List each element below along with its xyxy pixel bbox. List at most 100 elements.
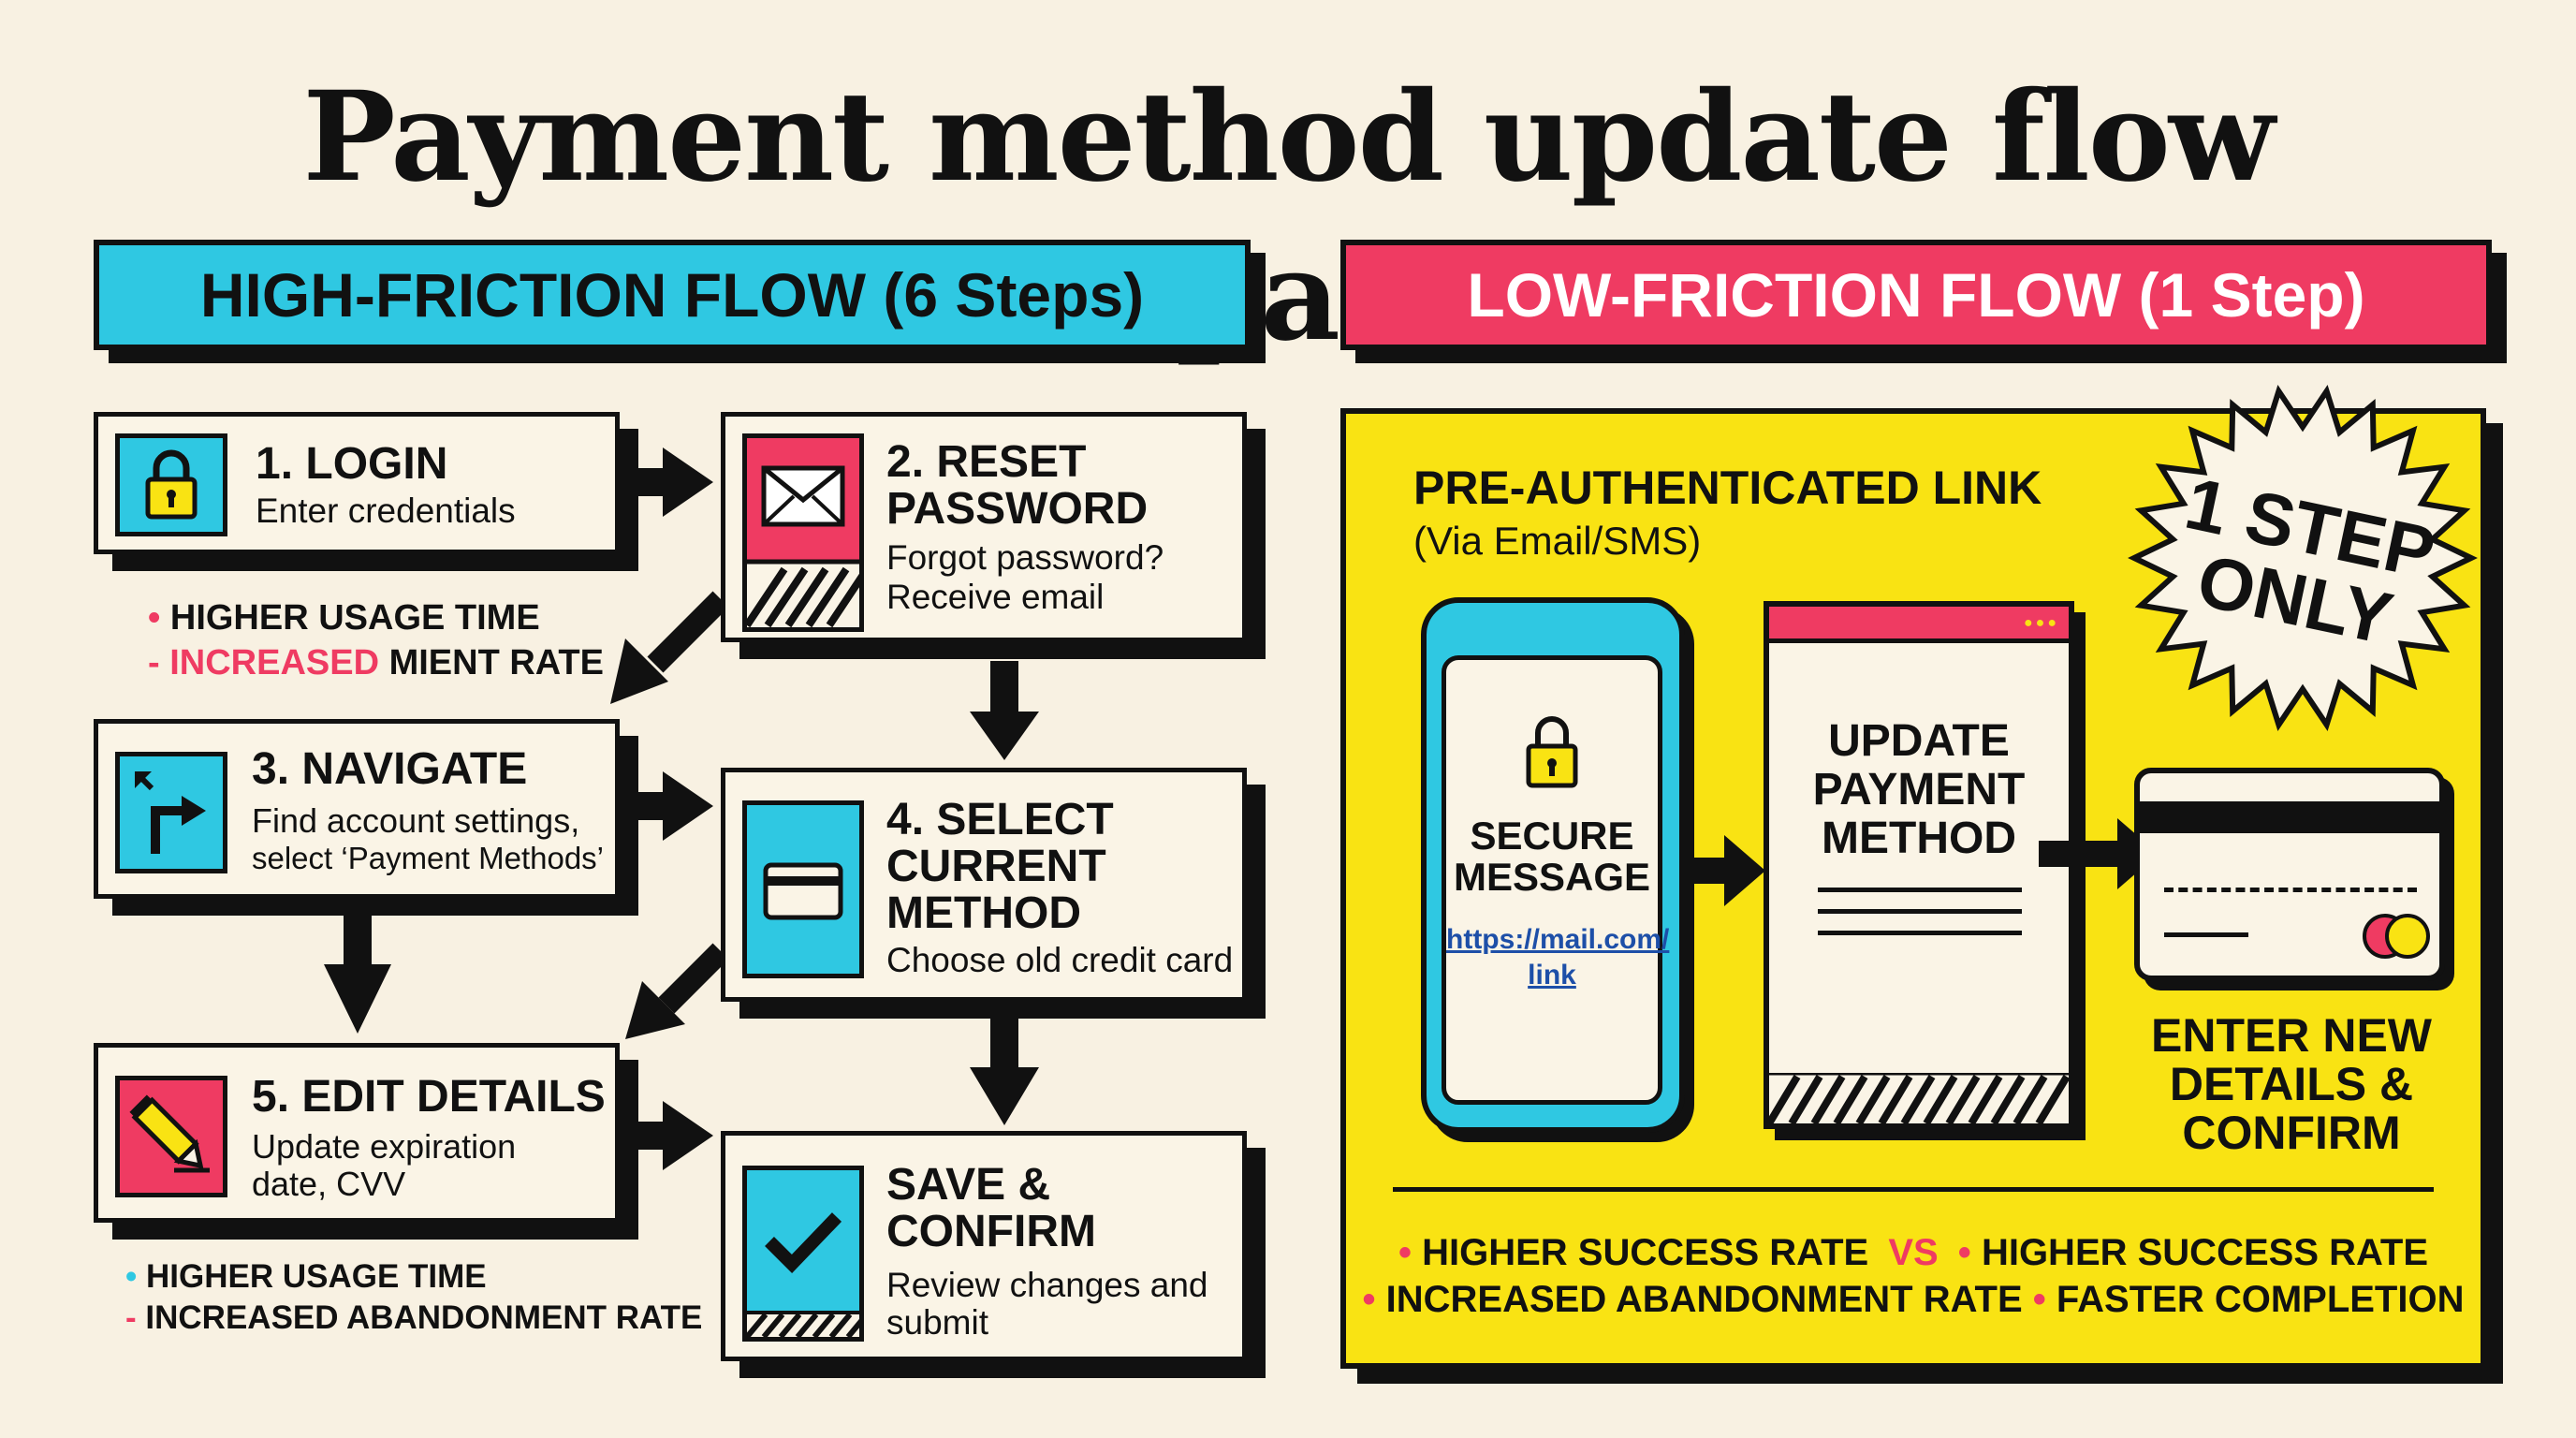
bullet-icon: • xyxy=(1957,1232,1971,1273)
lock-icon xyxy=(115,433,227,536)
outcome-row-2: • INCREASED ABANDONMENT RATE • FASTER CO… xyxy=(1346,1275,2481,1324)
note-item: - INCREASED MIENT RATE xyxy=(148,640,604,685)
low-friction-panel: PRE-AUTHENTICATED LINK (Via Email/SMS) 1… xyxy=(1340,384,2486,1369)
bullet-icon: • xyxy=(1398,1232,1412,1273)
enter-details-line: DETAILS & xyxy=(2169,1058,2414,1110)
step-description-line: Forgot password? xyxy=(886,538,1164,577)
step-title: SAVE & CONFIRM xyxy=(886,1162,1096,1255)
step-card-reset-password: 2. RESET PASSWORD Forgot password? Recei… xyxy=(721,412,1247,642)
step-title: 5. EDIT DETAILS xyxy=(252,1072,606,1122)
note-text: INCREASED ABANDONMENT RATE xyxy=(145,1299,703,1336)
bullet-icon: • xyxy=(2032,1279,2046,1320)
step-description: Find account settings, select ‘Payment M… xyxy=(252,802,604,877)
turn-arrow-icon xyxy=(115,752,227,873)
step-card-navigate: 3. NAVIGATE Find account settings, selec… xyxy=(94,719,620,899)
high-friction-heading-text: HIGH-FRICTION FLOW (6 Steps) xyxy=(199,260,1145,330)
note-item: - INCREASED ABANDONMENT RATE xyxy=(125,1298,702,1339)
bullet-icon: • xyxy=(125,1258,138,1295)
step-description-line: Review changes and xyxy=(886,1266,1208,1304)
outcome-text: HIGHER SUCCESS RATE xyxy=(1422,1232,1869,1273)
note-item: • HIGHER USAGE TIME xyxy=(125,1256,702,1298)
step-title: 2. RESET PASSWORD xyxy=(886,439,1148,533)
enter-details-line: CONFIRM xyxy=(2182,1107,2401,1159)
pencil-icon xyxy=(115,1076,227,1197)
phone-mockup: SECURE MESSAGE https://mail.com/ link xyxy=(1421,597,1685,1133)
step-title-line: 4. SELECT xyxy=(886,795,1114,844)
high-friction-heading: HIGH-FRICTION FLOW (6 Steps) xyxy=(94,240,1251,350)
hatch-footer xyxy=(1769,1073,2069,1123)
note-text: HIGHER USAGE TIME xyxy=(146,1258,487,1295)
arrow-icon xyxy=(625,943,729,1039)
step-description-line: select ‘Payment Methods’ xyxy=(252,841,605,875)
secure-message-label: SECURE MESSAGE xyxy=(1446,815,1658,898)
step-title: 3. NAVIGATE xyxy=(252,744,528,794)
step-description-line: date, CVV xyxy=(252,1165,406,1203)
step-description: Update expiration date, CVV xyxy=(252,1128,516,1203)
step-description: Forgot password? Receive email xyxy=(886,538,1164,617)
arrow-icon xyxy=(620,1101,713,1170)
dash-icon: - xyxy=(148,643,160,682)
divider xyxy=(1393,1187,2434,1192)
starburst-icon xyxy=(2128,384,2478,732)
step-title-line: METHOD xyxy=(886,888,1081,938)
payment-window: ●●● UPDATE PAYMENT METHOD xyxy=(1764,601,2074,1129)
note-text: HIGHER USAGE TIME xyxy=(169,598,540,638)
enter-details-label: ENTER NEW DETAILS & CONFIRM xyxy=(2114,1011,2469,1157)
pre-auth-heading: PRE-AUTHENTICATED LINK xyxy=(1413,462,2042,514)
step-title-line: PASSWORD xyxy=(886,484,1149,534)
arrow-icon xyxy=(1683,835,1765,906)
bullet-icon: • xyxy=(148,598,161,638)
secure-message-line: SECURE xyxy=(1470,814,1634,858)
step-description: Enter credentials xyxy=(256,492,516,530)
step-title: 1. LOGIN xyxy=(256,439,448,489)
window-titlebar: ●●● xyxy=(1769,607,2069,643)
note-text: MIENT RATE xyxy=(379,643,604,682)
bullet-icon: • xyxy=(1362,1279,1376,1320)
enter-details-line: ENTER NEW xyxy=(2151,1009,2432,1062)
step-title-line: CONFIRM xyxy=(886,1207,1096,1256)
arrow-icon xyxy=(620,448,713,517)
step-description: Review changes and submit xyxy=(886,1267,1208,1342)
note-highlight: INCREASED xyxy=(169,643,380,682)
update-payment-line: METHOD xyxy=(1822,814,2016,863)
update-payment-label: UPDATE PAYMENT METHOD xyxy=(1769,717,2069,863)
outcome-text: FASTER COMPLETION xyxy=(2056,1279,2465,1320)
note-item: • HIGHER USAGE TIME xyxy=(148,595,604,640)
arrow-icon xyxy=(324,912,391,1034)
outcome-row-1: • HIGHER SUCCESS RATE VS • HIGHER SUCCES… xyxy=(1346,1228,2481,1277)
dash-icon: - xyxy=(125,1299,137,1336)
step-card-login: 1. LOGIN Enter credentials xyxy=(94,412,620,554)
credit-card-icon xyxy=(742,800,864,978)
arrow-icon xyxy=(620,771,713,841)
step-description-line: Find account settings, xyxy=(252,801,580,840)
step-title-line: CURRENT xyxy=(886,842,1106,891)
note-list: • HIGHER USAGE TIME - INCREASED MIENT RA… xyxy=(148,595,604,685)
low-friction-heading-text: LOW-FRICTION FLOW (1 Step) xyxy=(1467,260,2365,330)
outcome-text: INCREASED ABANDONMENT RATE xyxy=(1385,1279,2023,1320)
step-card-select-method: 4. SELECT CURRENT METHOD Choose old cred… xyxy=(721,768,1247,1002)
pre-auth-note: (Via Email/SMS) xyxy=(1413,519,1702,563)
update-payment-line: UPDATE xyxy=(1828,716,2010,766)
checkmark-icon xyxy=(742,1166,864,1342)
step-title: 4. SELECT CURRENT METHOD xyxy=(886,797,1114,937)
secure-link[interactable]: https://mail.com/ link xyxy=(1446,922,1670,993)
step-card-save-confirm: SAVE & CONFIRM Review changes and submit xyxy=(721,1131,1247,1361)
step-title-line: SAVE & xyxy=(886,1160,1051,1210)
arrow-icon xyxy=(970,1017,1039,1125)
step-card-edit-details: 5. EDIT DETAILS Update expiration date, … xyxy=(94,1043,620,1223)
step-title-line: 2. RESET xyxy=(886,437,1087,487)
lock-icon xyxy=(1519,709,1585,793)
outcome-text: HIGHER SUCCESS RATE xyxy=(1981,1232,2429,1273)
secure-link-line[interactable]: https://mail.com/ xyxy=(1446,924,1670,955)
arrow-icon xyxy=(610,591,729,704)
secure-message-line: MESSAGE xyxy=(1453,855,1651,899)
envelope-icon xyxy=(742,433,864,632)
one-step-badge: 1 STEP ONLY xyxy=(2125,380,2481,736)
secure-link-line[interactable]: link xyxy=(1528,960,1576,990)
low-friction-heading: LOW-FRICTION FLOW (1 Step) xyxy=(1340,240,2492,350)
credit-card-icon xyxy=(2134,768,2445,981)
window-dots-icon: ●●● xyxy=(2024,615,2059,631)
arrow-icon xyxy=(970,661,1039,760)
form-lines xyxy=(1818,888,2022,935)
